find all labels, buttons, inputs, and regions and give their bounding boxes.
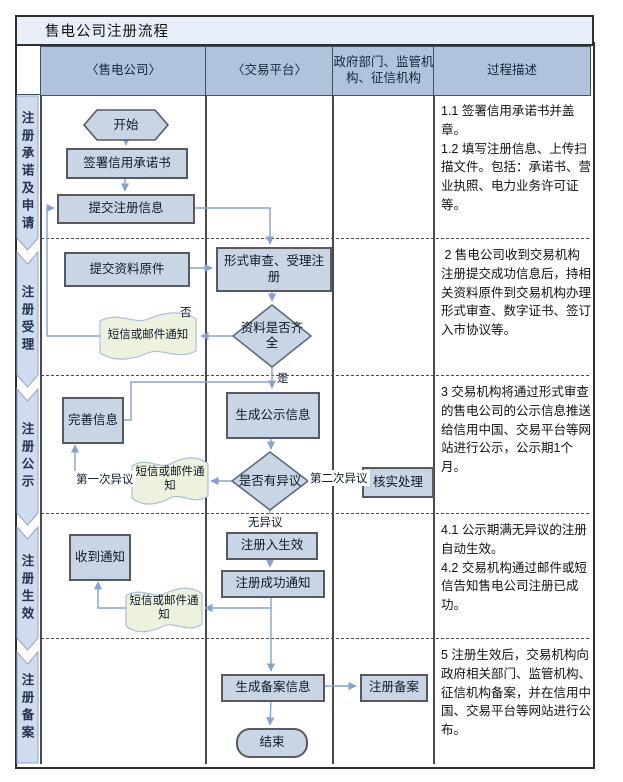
node-materials-complete[interactable]: 资料是否齐全 — [240, 321, 304, 350]
node-end[interactable]: 结束 — [236, 728, 308, 758]
lane-label-3: 注册公示 — [19, 422, 34, 492]
description-step4: 4.1 公示期满无异议的注册自动生效。 4.2 交易机构通过邮件或短信告知售电公… — [441, 523, 587, 612]
description-step3: 3 交易机构将通过形式审查的售电公司的公示信息推送给信用中国、交易平台等网站进行… — [441, 385, 592, 474]
node-notify-sms1[interactable]: 短信或邮件通知 — [107, 329, 189, 342]
lane-ribbon-1 — [16, 95, 39, 251]
lane-ribbons — [16, 95, 39, 764]
node-notify-sms3[interactable]: 短信或邮件通知 — [129, 595, 199, 621]
column-header-government: 政府部门、监管机构、征信机构 — [332, 46, 435, 96]
row-sep-4 — [41, 638, 589, 639]
node-submit-info[interactable]: 提交注册信息 — [57, 194, 195, 224]
node-success-notice[interactable]: 注册成功通知 — [221, 570, 325, 598]
notify2-wave — [131, 457, 209, 505]
divider-col2-col3 — [332, 94, 334, 764]
divider-col1-col2 — [205, 94, 207, 764]
description-step5: 5 注册生效后，交易机构向政府相关部门、监管机构、征信机构备案，并在信用中国、交… — [441, 648, 592, 737]
edge-label-second-objection: 第二次异议 — [308, 470, 370, 486]
notify1-wave — [99, 312, 197, 360]
node-notify-sms2[interactable]: 短信或邮件通知 — [135, 466, 205, 492]
node-reg-effective[interactable]: 注册入生效 — [226, 532, 318, 560]
edge-label-no: 否 — [180, 307, 192, 319]
edge-improve-to-publicity — [120, 381, 271, 421]
node-formal-review[interactable]: 形式审查、受理注册 — [216, 247, 332, 292]
edge-label-no-objection: 无异议 — [246, 514, 285, 530]
lane-ribbon-2 — [16, 250, 39, 388]
node-gen-publicity[interactable]: 生成公示信息 — [226, 392, 320, 439]
node-submit-originals[interactable]: 提交资料原件 — [64, 252, 190, 287]
lane-ribbon-5 — [16, 650, 39, 764]
node-improve-info[interactable]: 完善信息 — [62, 397, 124, 444]
node-verify-handle[interactable]: 核实处理 — [362, 467, 434, 498]
lane-label-2: 注册受理 — [19, 284, 34, 355]
edge-label-first-objection: 第一次异议 — [74, 471, 136, 487]
lane-ribbon-3 — [16, 387, 39, 526]
lane-ribbon-4 — [16, 525, 39, 651]
row-sep-2 — [41, 375, 589, 376]
diagram-title-bar: 售电公司注册流程 — [15, 15, 594, 46]
node-has-objection[interactable]: 是否有异议 — [238, 473, 302, 488]
row-sep-3 — [41, 513, 589, 514]
notify3-wave — [125, 587, 203, 633]
start-hexagon — [82, 109, 170, 141]
description-step2: 2 售电公司收到交易机构注册提交成功信息后，持相关资料原件到交易机构办理形式审查… — [441, 248, 592, 337]
column-header-description: 过程描述 — [433, 46, 591, 96]
edge-notify3-to-receive — [93, 581, 126, 609]
node-start[interactable]: 开始 — [113, 117, 139, 132]
node-gen-record[interactable]: 生成备案信息 — [221, 674, 325, 702]
edge-label-yes: 是 — [277, 373, 289, 385]
diagram-title: 售电公司注册流程 — [45, 24, 169, 40]
lane-label-1: 注册承诺及申请 — [19, 110, 34, 234]
node-reg-record[interactable]: 注册备案 — [360, 674, 428, 702]
column-header-platform: 〈交易平台〉 — [205, 46, 334, 96]
decision-materials-diamond — [231, 303, 313, 369]
lane-label-4: 注册生效 — [19, 553, 34, 624]
notify-waves — [99, 312, 209, 633]
lane-label-5: 注册备案 — [19, 673, 34, 743]
divider-lane-col — [40, 45, 42, 764]
node-receive-notice[interactable]: 收到通知 — [69, 534, 131, 581]
divider-col3-col4 — [433, 94, 435, 764]
row-sep-1 — [41, 238, 589, 239]
node-sign-commitment[interactable]: 签署信用承诺书 — [66, 148, 188, 179]
edge-record-to-end — [266, 698, 275, 726]
edge-notify1-to-submit — [46, 203, 100, 337]
edge-submit-to-review — [191, 207, 275, 245]
description-step1: 1.1 签署信用承诺书并盖章。 1.2 填写注册信息、上传扫描文件。包括：承诺书… — [441, 104, 592, 212]
